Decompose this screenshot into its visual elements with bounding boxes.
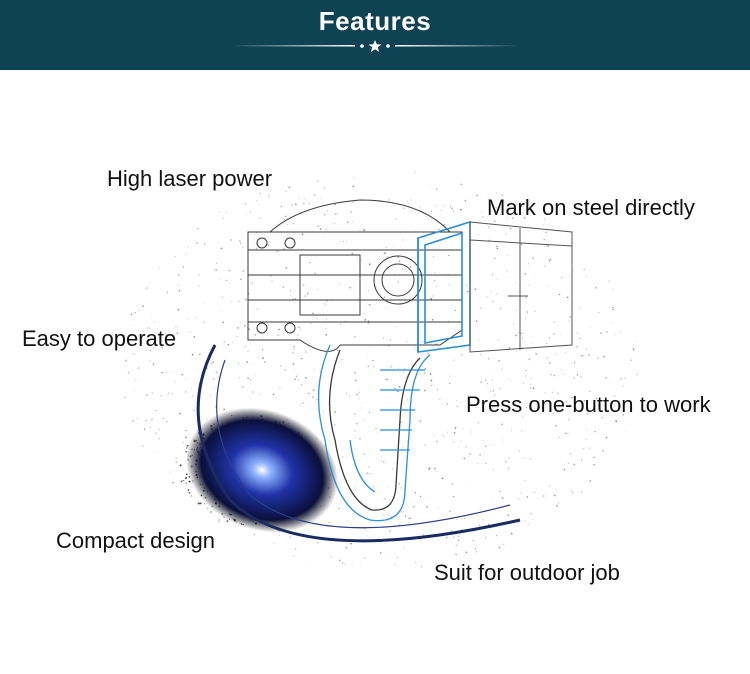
laser-marker-illustration: [123, 171, 638, 568]
feature-suit-outdoor: Suit for outdoor job: [434, 560, 620, 585]
features-header: Features: [0, 0, 750, 70]
page-title: Features: [318, 6, 432, 36]
extension-box: [469, 221, 573, 353]
feature-mark-on-steel: Mark on steel directly: [487, 195, 695, 220]
laser-marker-device: [247, 199, 463, 352]
swoosh-arc-thin: [216, 359, 511, 529]
feature-compact-design: Compact design: [56, 528, 215, 553]
device-handle: [317, 344, 431, 522]
feature-press-one-button: Press one-button to work: [466, 392, 711, 417]
front-lens-housing: [417, 220, 471, 353]
swoosh-arc: [196, 344, 521, 543]
title-divider: [230, 40, 520, 52]
feature-easy-to-operate: Easy to operate: [22, 326, 177, 351]
feature-high-laser-power: High laser power: [107, 166, 273, 191]
blue-glow-orb: [185, 407, 339, 533]
star-icon: [368, 40, 382, 52]
